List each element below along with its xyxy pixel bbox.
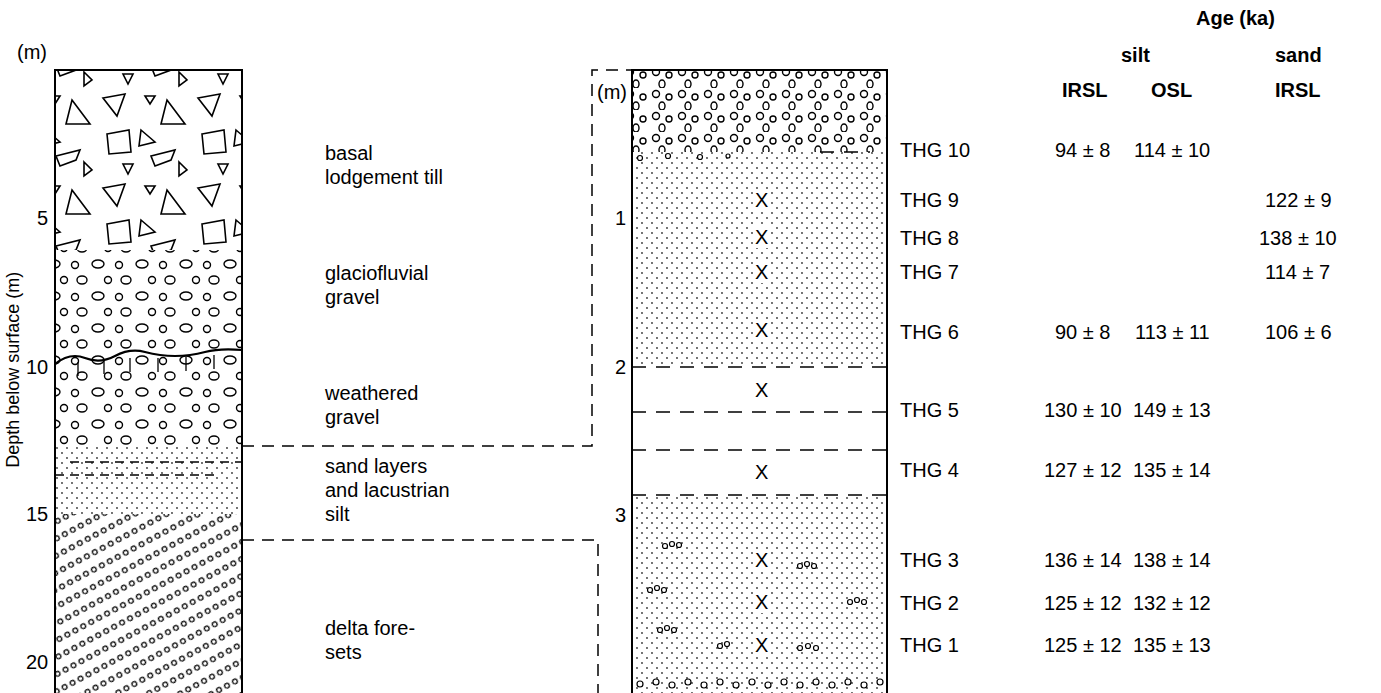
sample-id: THG 3 [900,548,959,572]
sample-id: THG 5 [900,398,959,422]
depth-tick: 1 [615,206,626,230]
sample-mark: X [753,549,770,571]
sample-mark: X [753,261,770,283]
column-header: Age (ka) [1196,6,1275,30]
sample-mark: X [753,379,770,401]
age-value: 94 ± 8 [1055,138,1110,162]
column-header: silt [1121,43,1150,67]
age-value: 130 ± 10 [1044,398,1122,422]
age-value: 106 ± 6 [1265,320,1332,344]
sample-mark: X [753,189,770,211]
sample-mark: X [753,226,770,248]
depth-unit: (m) [597,80,627,104]
section-bracket [242,70,632,693]
age-value: 90 ± 8 [1055,320,1110,344]
sample-id: THG 7 [900,260,959,284]
depth-tick: 20 [26,650,48,674]
sample-id: THG 6 [900,320,959,344]
depth-unit: (m) [17,40,47,64]
age-value: 138 ± 10 [1259,226,1337,250]
unit-name: basal lodgement till [325,141,465,189]
sample-mark: X [753,319,770,341]
age-value: 114 ± 7 [1265,260,1330,284]
sample-mark: X [753,461,770,483]
depth-tick: 3 [615,503,626,527]
age-value: 113 ± 11 [1135,320,1210,344]
column-header: sand [1275,43,1322,67]
sample-mark: X [753,634,770,656]
depth-tick: 5 [37,206,48,230]
age-value: 125 ± 12 [1044,591,1122,615]
age-value: 136 ± 14 [1044,548,1122,572]
age-value: 125 ± 12 [1044,633,1122,657]
depth-tick: 10 [26,355,48,379]
age-value: 114 ± 10 [1134,138,1210,162]
age-value: 135 ± 14 [1133,458,1211,482]
depth-tick: 2 [615,355,626,379]
sample-id: THG 1 [900,633,959,657]
unit-name: glaciofluvial gravel [325,261,465,309]
left-column [55,70,242,693]
sample-id: THG 8 [900,226,959,250]
depth-tick: 15 [26,502,48,526]
unit-name: weathered gravel [325,381,465,429]
axis-title: Depth below surface (m) [3,272,25,468]
sample-mark: X [753,591,770,613]
age-value: 122 ± 9 [1265,188,1332,212]
age-value: 127 ± 12 [1044,458,1122,482]
right-column [632,70,887,693]
age-value: 138 ± 14 [1133,548,1211,572]
unit-name: sand layers and lacustrian silt [325,454,465,526]
column-header: OSL [1151,78,1192,102]
age-value: 135 ± 13 [1133,633,1211,657]
sample-id: THG 9 [900,188,959,212]
sample-id: THG 2 [900,591,959,615]
column-header: IRSL [1062,78,1108,102]
age-value: 149 ± 13 [1133,398,1211,422]
sample-id: THG 10 [900,138,970,162]
unit-name: delta fore-sets [325,616,425,664]
age-value: 132 ± 12 [1133,591,1211,615]
column-header: IRSL [1275,78,1321,102]
sample-id: THG 4 [900,458,959,482]
